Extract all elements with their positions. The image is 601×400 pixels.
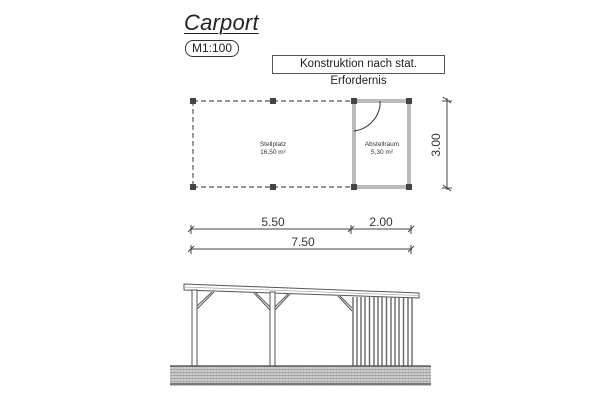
door-swing-icon <box>353 101 381 132</box>
side-elevation <box>170 283 431 386</box>
depth-dimension-label: 3.00 <box>429 133 443 157</box>
room-area-abstellraum: 5,30 m² <box>371 149 394 156</box>
depth-dimension <box>442 96 452 192</box>
dimension-5-50: 5.50 <box>261 215 285 229</box>
construction-note: Konstruktion nach stat. Erfordernis <box>272 55 445 87</box>
room-area-stellplatz: 16,50 m² <box>260 149 286 156</box>
room-label-stellplatz: Stellplatz <box>260 141 286 148</box>
ground-hatch <box>170 366 431 386</box>
dimension-7-50: 7.50 <box>291 235 315 249</box>
scale-badge: M1:100 <box>185 40 239 57</box>
drawing-title: Carport <box>184 10 259 35</box>
post-markers <box>190 98 412 190</box>
width-dimensions <box>187 225 415 254</box>
storage-cladding <box>352 297 413 366</box>
room-label-abstellraum: Abstellraum <box>365 141 399 148</box>
dimension-2-00: 2.00 <box>369 215 393 229</box>
floor-plan: Stellplatz 16,50 m² Abstellraum 5,30 m² <box>190 98 412 190</box>
